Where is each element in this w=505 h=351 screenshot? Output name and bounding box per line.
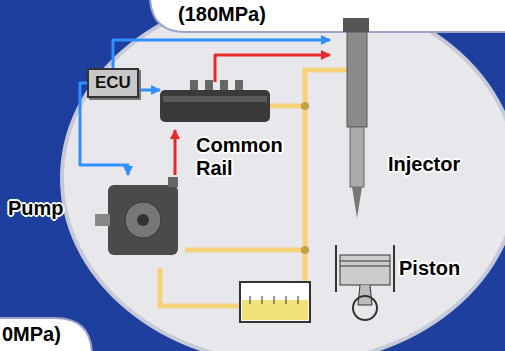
pressure-note: (180MPa) bbox=[178, 3, 266, 26]
part-label: Piston bbox=[399, 257, 460, 280]
injector-part: Injector bbox=[330, 15, 385, 225]
common-rail-part: Common Rail bbox=[160, 82, 270, 130]
ecu-box: ECU bbox=[87, 68, 139, 98]
high-pressure-line bbox=[174, 130, 177, 175]
part-label: Injector bbox=[388, 153, 460, 176]
box-label: ECU bbox=[95, 73, 131, 92]
part-label: Pump bbox=[8, 197, 64, 220]
part-label: Common Rail bbox=[196, 134, 296, 180]
piston-part: Piston bbox=[335, 245, 395, 325]
high-pressure-line bbox=[215, 55, 330, 82]
control-signal-line bbox=[139, 89, 160, 92]
pump-part: Pump bbox=[100, 175, 185, 265]
pressure-note: 0MPa) bbox=[2, 323, 61, 346]
